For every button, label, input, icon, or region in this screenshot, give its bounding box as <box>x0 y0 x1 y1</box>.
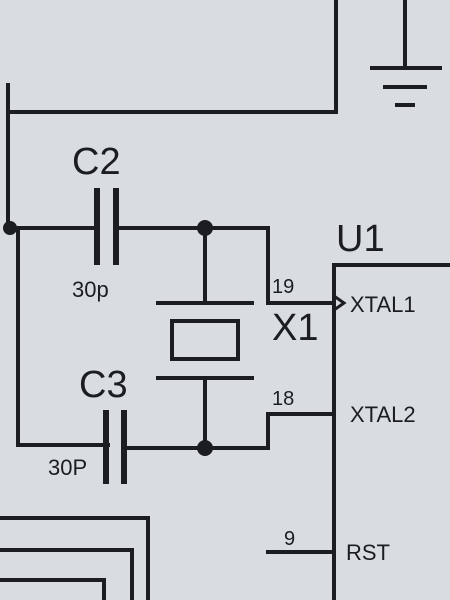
xtal1-arrow-icon <box>333 294 347 312</box>
c3-capacitor <box>103 410 127 484</box>
crystal-ref-label: X1 <box>272 307 318 349</box>
lower-left-wire <box>6 226 110 447</box>
signal-rst: RST <box>346 540 390 565</box>
u1-body <box>332 263 450 600</box>
c2-value-label: 30p <box>72 277 109 302</box>
ic-ref-label: U1 <box>336 218 385 260</box>
junction-dot <box>197 220 213 236</box>
c3-right-wire <box>124 412 334 450</box>
c3-ref-label: C3 <box>79 364 128 406</box>
c2-ref-label: C2 <box>72 141 121 183</box>
c3-value-label: 30P <box>48 455 87 480</box>
c2-right-wire <box>116 226 332 305</box>
lower-box-mid <box>0 548 134 600</box>
c2-capacitor <box>94 188 119 265</box>
pin-number-18: 18 <box>272 388 294 410</box>
crystal-x1 <box>156 226 254 450</box>
signal-xtal2: XTAL2 <box>350 402 416 427</box>
lower-box-outer <box>0 516 150 600</box>
junction-dot <box>197 440 213 456</box>
signal-xtal1: XTAL1 <box>350 292 416 317</box>
pin-number-9: 9 <box>284 528 295 550</box>
junction-dot <box>3 221 17 235</box>
ground-icon <box>370 0 442 107</box>
lower-box-inner <box>0 578 106 600</box>
pin-number-19: 19 <box>272 276 294 298</box>
top-wire <box>6 0 338 114</box>
